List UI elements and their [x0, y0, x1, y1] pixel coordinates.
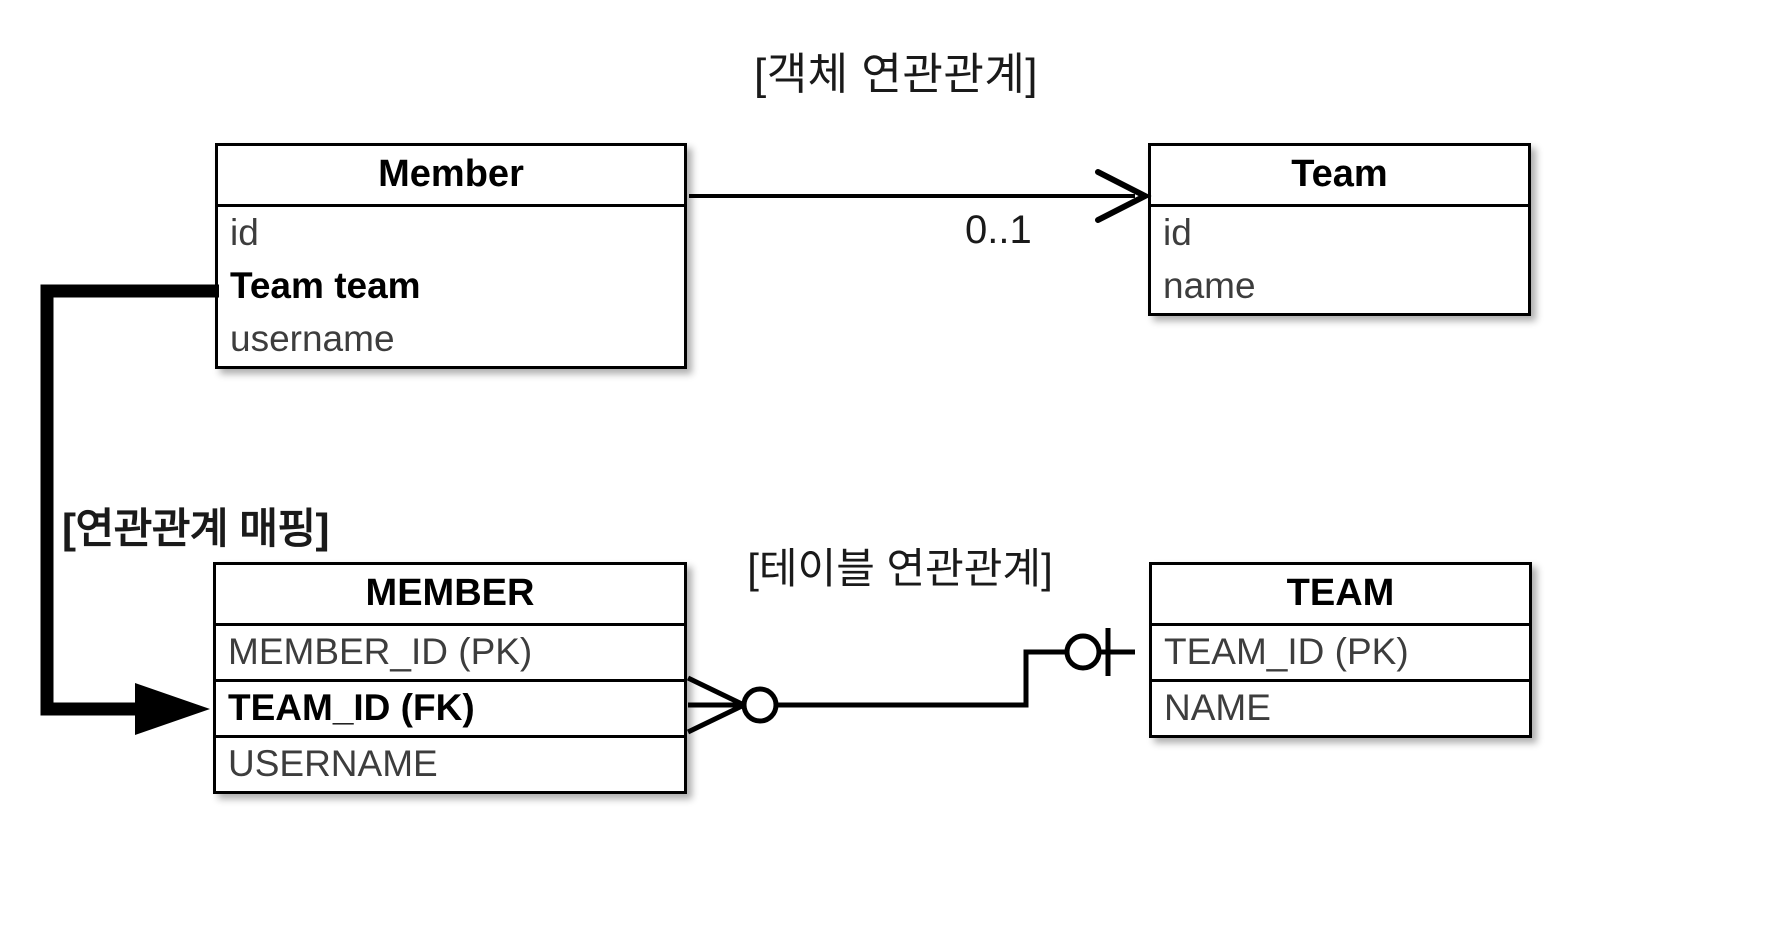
column-team-id-fk: TEAM_ID (FK)	[216, 682, 684, 738]
column-team-name: NAME	[1164, 687, 1271, 728]
zero-circle-team-side-icon	[1064, 633, 1102, 671]
association-member-to-team[interactable]	[689, 169, 1152, 223]
attribute-list-member-class: id Team team username	[218, 207, 684, 366]
entity-title-team-class: Team	[1151, 146, 1528, 207]
zero-circle-member-side-icon	[741, 686, 779, 724]
attribute-member-id: id	[230, 212, 259, 253]
mapping-caption: [연관관계 매핑]	[62, 505, 329, 552]
entity-team-table[interactable]: TEAM TEAM_ID (PK) NAME	[1149, 562, 1532, 738]
attribute-list-team-class: id name	[1151, 207, 1528, 313]
object-relation-caption: [객체 연관관계]	[753, 50, 1039, 99]
entity-member-table[interactable]: MEMBER MEMBER_ID (PK) TEAM_ID (FK) USERN…	[213, 562, 687, 794]
open-arrow-icon	[1095, 169, 1152, 223]
attribute-member-team: Team team	[230, 265, 421, 306]
mapping-arrowhead-icon	[135, 683, 210, 735]
mapping-elbow-arrow[interactable]	[40, 284, 219, 735]
attribute-team-name: name	[1163, 265, 1256, 306]
entity-title-member-table: MEMBER	[216, 565, 684, 626]
crows-foot-many-icon	[686, 675, 746, 735]
erd-relationship-member-team[interactable]	[686, 628, 1135, 735]
entity-title-team-table: TEAM	[1152, 565, 1529, 626]
table-relation-caption: [테이블 연관관계]	[747, 545, 1053, 592]
entity-team-class[interactable]: Team id name	[1148, 143, 1531, 316]
entity-title-member-class: Member	[218, 146, 684, 207]
column-list-team-table: TEAM_ID (PK) NAME	[1152, 626, 1529, 735]
entity-member-class[interactable]: Member id Team team username	[215, 143, 687, 369]
column-member-id-pk: MEMBER_ID (PK)	[216, 626, 684, 682]
multiplicity-label-0-1: 0..1	[965, 208, 1032, 252]
mapping-elbow-line	[40, 284, 219, 716]
column-list-member-table: MEMBER_ID (PK) TEAM_ID (FK) USERNAME	[216, 626, 684, 791]
column-member-username: USERNAME	[228, 743, 438, 784]
attribute-member-username: username	[230, 318, 395, 359]
attribute-team-id: id	[1163, 212, 1192, 253]
column-team-id-pk: TEAM_ID (PK)	[1152, 626, 1529, 682]
